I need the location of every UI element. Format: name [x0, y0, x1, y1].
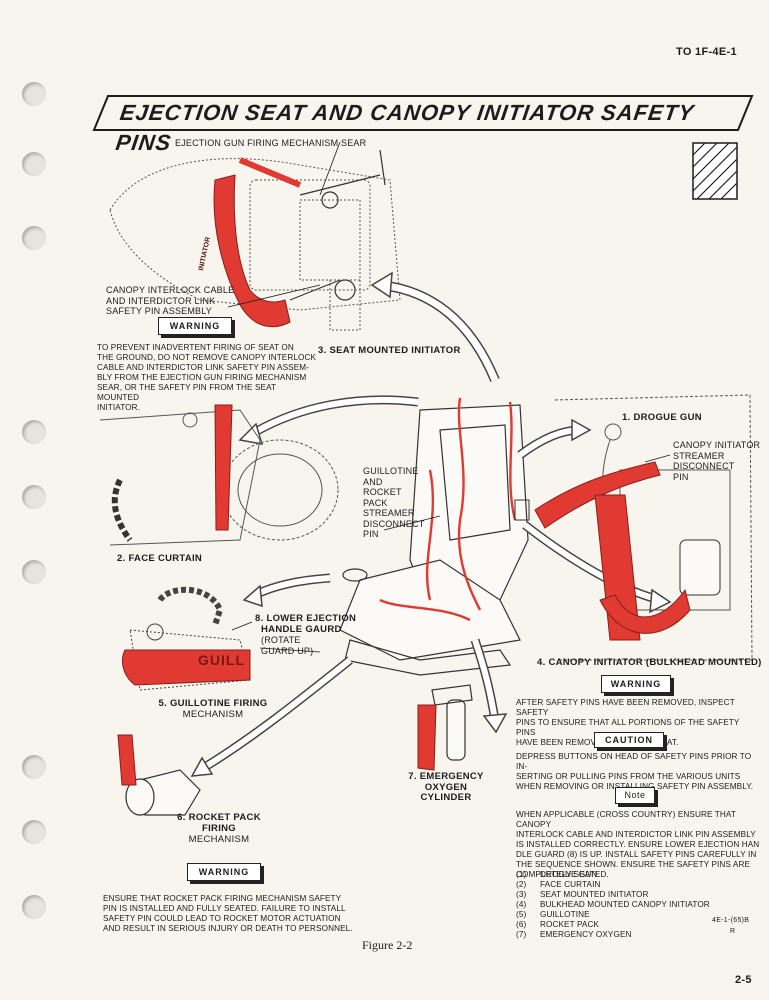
- label-guillotine-firing: 5. GUILLOTINE FIRING MECHANISM: [158, 698, 268, 720]
- warning1-text: TO PREVENT INADVERTENT FIRING OF SEAT ON…: [97, 343, 317, 412]
- note-badge: Note: [615, 787, 655, 804]
- list-item: (2)FACE CURTAIN: [516, 880, 601, 889]
- list-item: (1)DROGUE GUN: [516, 870, 598, 879]
- warning-badge: WARNING: [601, 675, 671, 693]
- guillotine-tag: [122, 649, 251, 686]
- note-text: WHEN APPLICABLE (CROSS COUNTRY) ENSURE T…: [516, 810, 760, 879]
- warning-badge: WARNING: [187, 863, 261, 881]
- label-oxygen: 7. EMERGENCY OXYGEN CYLINDER: [408, 771, 484, 803]
- binder-hole: [22, 420, 46, 444]
- label-seat-mounted: 3. SEAT MOUNTED INITIATOR: [318, 345, 461, 356]
- figure-id: 4E-1-(65)B: [712, 917, 750, 924]
- label-canopy-bulkhead: 4. CANOPY INITIATOR (BULKHEAD MOUNTED): [537, 657, 762, 668]
- label-rocket-pack: 6. ROCKET PACK FIRING MECHANISM: [177, 812, 261, 845]
- warning-badge: WARNING: [158, 317, 232, 335]
- oxygen-tag: [417, 704, 437, 771]
- rocket-tag: [117, 734, 137, 786]
- label-drogue-gun: 1. DROGUE GUN: [622, 412, 702, 423]
- hatch-lines: [692, 142, 738, 200]
- list-item: (7)EMERGENCY OXYGEN: [516, 930, 632, 939]
- label-lower-handle: 8. LOWER EJECTION HANDLE GAURD (ROTATE G…: [255, 613, 357, 656]
- list-item: (6)ROCKET PACK: [516, 920, 600, 929]
- bulkhead-tag: [599, 588, 691, 634]
- gun-mechanism: [289, 149, 386, 301]
- face-curtain-drawing: [99, 409, 339, 546]
- arrows: [197, 395, 662, 774]
- binder-hole: [22, 82, 46, 106]
- figure-caption: Figure 2-2: [362, 938, 413, 952]
- binder-hole: [22, 226, 46, 250]
- guillotine-drawing: [129, 586, 251, 691]
- label-ejection-gun-sear: EJECTION GUN FIRING MECHANISM SEAR: [175, 138, 367, 148]
- binder-hole: [22, 895, 46, 919]
- list-item: (3)SEAT MOUNTED INITIATOR: [516, 890, 649, 899]
- rocket-pack-drawing: [125, 769, 201, 816]
- face-curtain-tag: [214, 404, 233, 531]
- guill-tag-text: GUILL: [198, 652, 245, 668]
- top-streamer-tag: [213, 174, 291, 328]
- caution-badge: CAUTION: [594, 732, 664, 748]
- page-number: 2-5: [735, 974, 752, 986]
- seat-top-drawing: [109, 158, 401, 331]
- ejection-seat-drawing: [339, 404, 529, 676]
- warning3-text: ENSURE THAT ROCKET PACK FIRING MECHANISM…: [103, 894, 353, 933]
- oxygen-drawing: [431, 684, 473, 761]
- caution-text: DEPRESS BUTTONS ON HEAD OF SAFETY PINS P…: [516, 752, 754, 791]
- label-canopy-interlock: CANOPY INTERLOCK CABLE AND INTERDICTOR L…: [106, 285, 235, 316]
- label-face-curtain: 2. FACE CURTAIN: [117, 553, 203, 564]
- seat-pins-red: [379, 397, 517, 622]
- sequence-list: (1)DROGUE GUN (2)FACE CURTAIN (3)SEAT MO…: [516, 870, 761, 940]
- binder-hole: [22, 152, 46, 176]
- figure-rev: R: [730, 928, 736, 935]
- binder-hole: [22, 560, 46, 584]
- binder-hole: [22, 755, 46, 779]
- doc-number: TO 1F-4E-1: [676, 46, 737, 58]
- list-item: (5)GUILLOTINE: [516, 910, 590, 919]
- page-title: EJECTION SEAT AND CANOPY INITIATOR SAFET…: [114, 100, 696, 155]
- binder-hole: [22, 820, 46, 844]
- binder-hole: [22, 485, 46, 509]
- title-frame: [92, 95, 754, 131]
- list-item: (4)BULKHEAD MOUNTED CANOPY INITIATOR: [516, 900, 710, 909]
